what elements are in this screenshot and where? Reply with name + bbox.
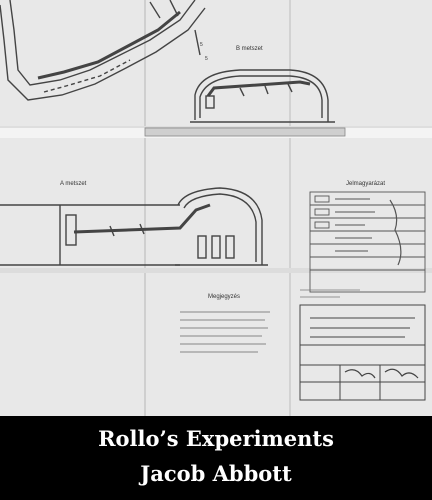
cover-illustration: 5 5 B metszet A metszet	[0, 0, 432, 416]
legend-title: Jelmagyarázat	[346, 181, 385, 187]
section-a-label: A metszet	[60, 181, 87, 187]
notes-title: Megjegyzés	[208, 294, 240, 300]
book-author: Jacob Abbott	[140, 461, 292, 486]
svg-text:5: 5	[205, 56, 208, 62]
svg-text:5: 5	[200, 42, 203, 48]
section-b-label: B metszet	[236, 46, 263, 52]
title-band	[0, 416, 432, 500]
technical-drawing: 5 5 B metszet A metszet	[0, 0, 432, 416]
book-title: Rollo’s Experiments	[98, 426, 334, 451]
